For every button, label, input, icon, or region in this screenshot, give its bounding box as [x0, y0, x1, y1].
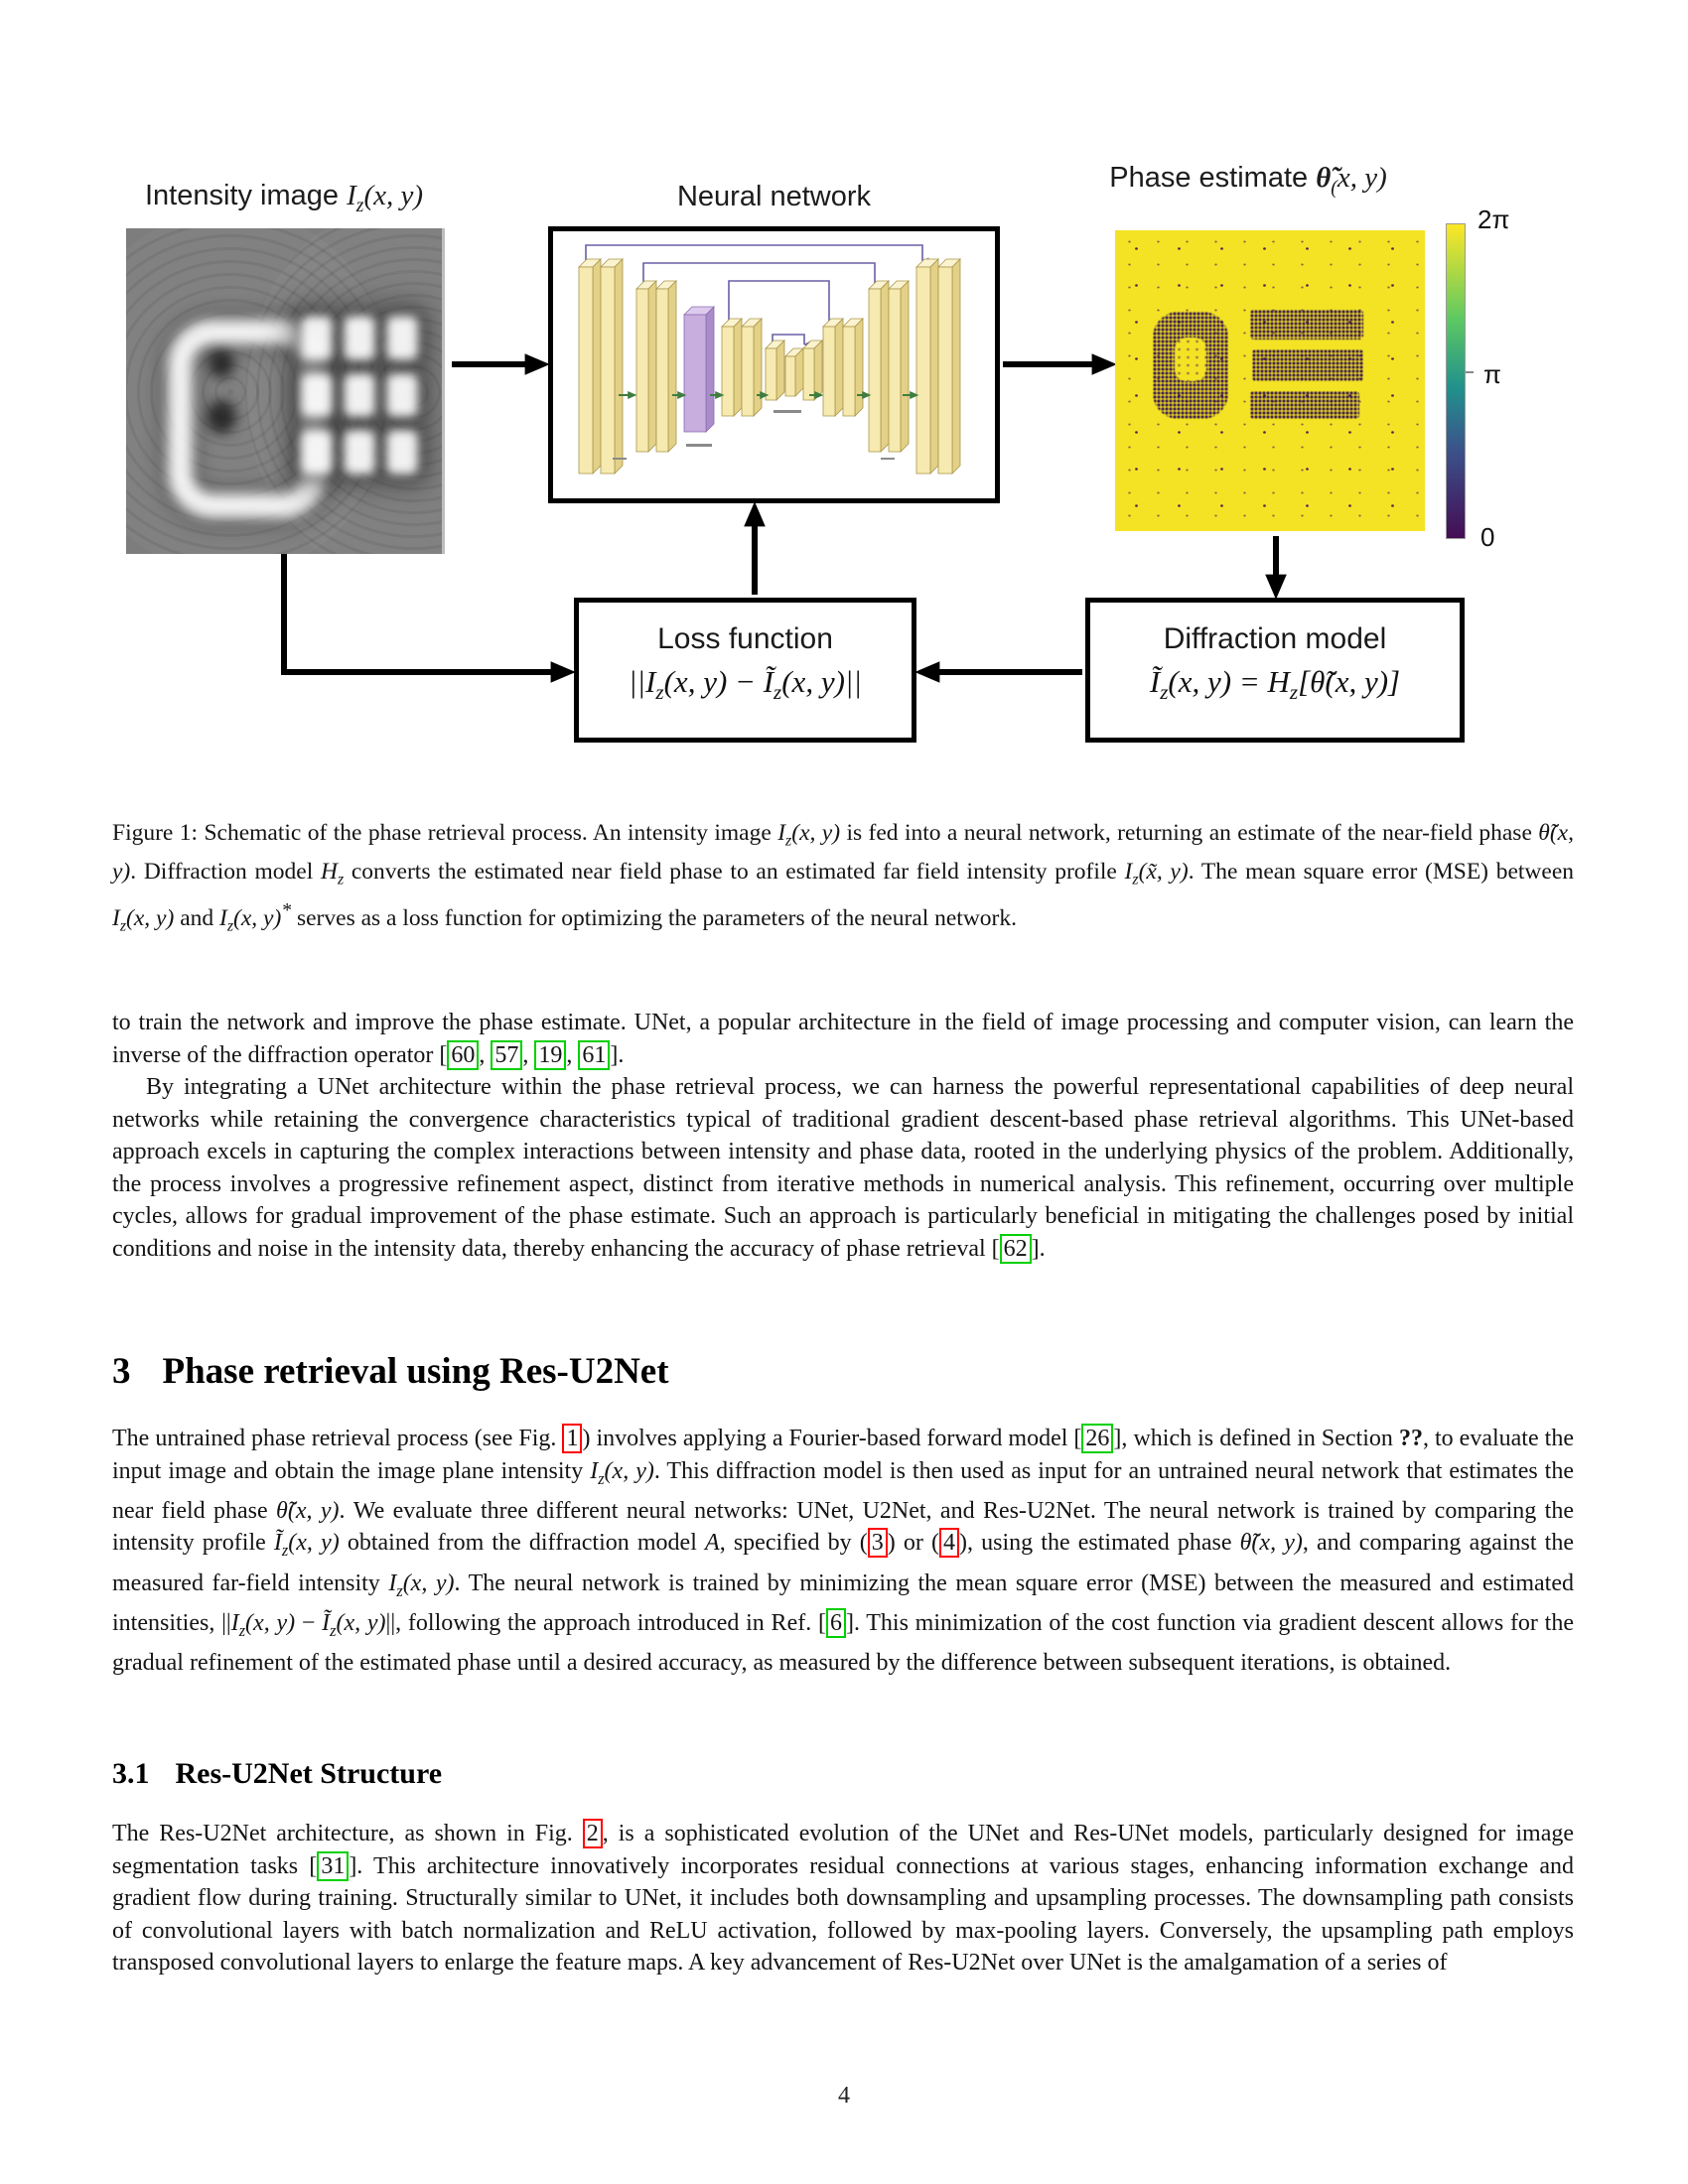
paragraph: By integrating a UNet architecture withi… [112, 1074, 1574, 1264]
citation-link-57[interactable]: 57 [491, 1039, 523, 1070]
subsection-number: 3.1 [112, 1757, 150, 1790]
body-paragraphs-3: The Res-U2Net architecture, as shown in … [112, 1818, 1574, 1979]
citation-link-60[interactable]: 60 [447, 1039, 480, 1070]
citation-link-19[interactable]: 19 [534, 1039, 567, 1070]
body-paragraphs-1: to train the network and improve the pha… [112, 1007, 1574, 1265]
citation-link-26[interactable]: 26 [1081, 1424, 1114, 1453]
loss-function-title: Loss function [657, 622, 833, 655]
section-3-heading: 3 Phase retrieval using Res-U2Net [112, 1350, 669, 1393]
phase-estimate-image [1115, 230, 1425, 531]
blurred-digit-shape [168, 320, 327, 518]
figure-ref-link-1[interactable]: 1 [562, 1424, 583, 1453]
colorbar-label-2pi: 2π [1477, 205, 1510, 234]
equation-ref-link-3[interactable]: 3 [867, 1528, 888, 1559]
phase-grid-bar [1250, 310, 1363, 340]
colorbar-label-pi: π [1483, 359, 1501, 389]
citation-link-61[interactable]: 61 [578, 1039, 611, 1070]
equation-ref-link-4[interactable]: 4 [939, 1528, 959, 1559]
section-3-1-heading: 3.1 Res-U2Net Structure [112, 1757, 442, 1791]
section-title: Phase retrieval using Res-U2Net [162, 1351, 669, 1392]
neural-network-box [548, 226, 1000, 503]
diffraction-model-title: Diffraction model [1163, 622, 1387, 655]
diffraction-model-formula: Ĩz(x, y) = Hz[θ̃(x, y)] [1149, 664, 1401, 705]
neural-network-label: Neural network [676, 181, 872, 212]
body-paragraphs-2: The untrained phase retrieval process (s… [112, 1423, 1574, 1680]
colorbar-tick-pi [1466, 371, 1474, 373]
citation-link-62[interactable]: 62 [999, 1233, 1032, 1264]
citation-link-31[interactable]: 31 [317, 1850, 350, 1881]
phase-colorbar [1446, 223, 1466, 539]
figure-ref-link-2[interactable]: 2 [582, 1819, 603, 1848]
phase-digit-shape [1153, 312, 1228, 419]
paragraph: The untrained phase retrieval process (s… [112, 1424, 1575, 1677]
loss-function-formula: ||Iz(x, y) − Ĩz(x, y)|| [629, 664, 862, 705]
tiny-layer-captions [613, 410, 895, 460]
figure-1-caption: Figure 1: Schematic of the phase retriev… [112, 820, 1574, 935]
section-number: 3 [112, 1351, 131, 1392]
phase-grid-bar [1252, 349, 1363, 381]
unet-architecture-diagram [578, 244, 961, 475]
intensity-image-label: Intensity image Iz(x, y) [144, 180, 423, 216]
diffraction-model-box: Diffraction model Ĩz(x, y) = Hz[θ̃(x, y)… [1085, 598, 1465, 743]
intensity-image [126, 228, 445, 554]
citation-link-6[interactable]: 6 [825, 1607, 846, 1638]
paragraph: The Res-U2Net architecture, as shown in … [112, 1819, 1575, 1976]
paragraph: to train the network and improve the pha… [112, 1010, 1574, 1070]
blurred-grid-shape [287, 302, 432, 488]
loss-function-box: Loss function ||Iz(x, y) − Ĩz(x, y)|| [574, 598, 916, 743]
colorbar-label-0: 0 [1480, 522, 1495, 552]
phase-grid-bar [1250, 391, 1359, 419]
phase-estimate-label: Phase estimate θ̃(x, y) [1109, 162, 1387, 199]
page-number: 4 [838, 2083, 850, 2109]
subsection-title: Res-U2Net Structure [175, 1757, 443, 1790]
